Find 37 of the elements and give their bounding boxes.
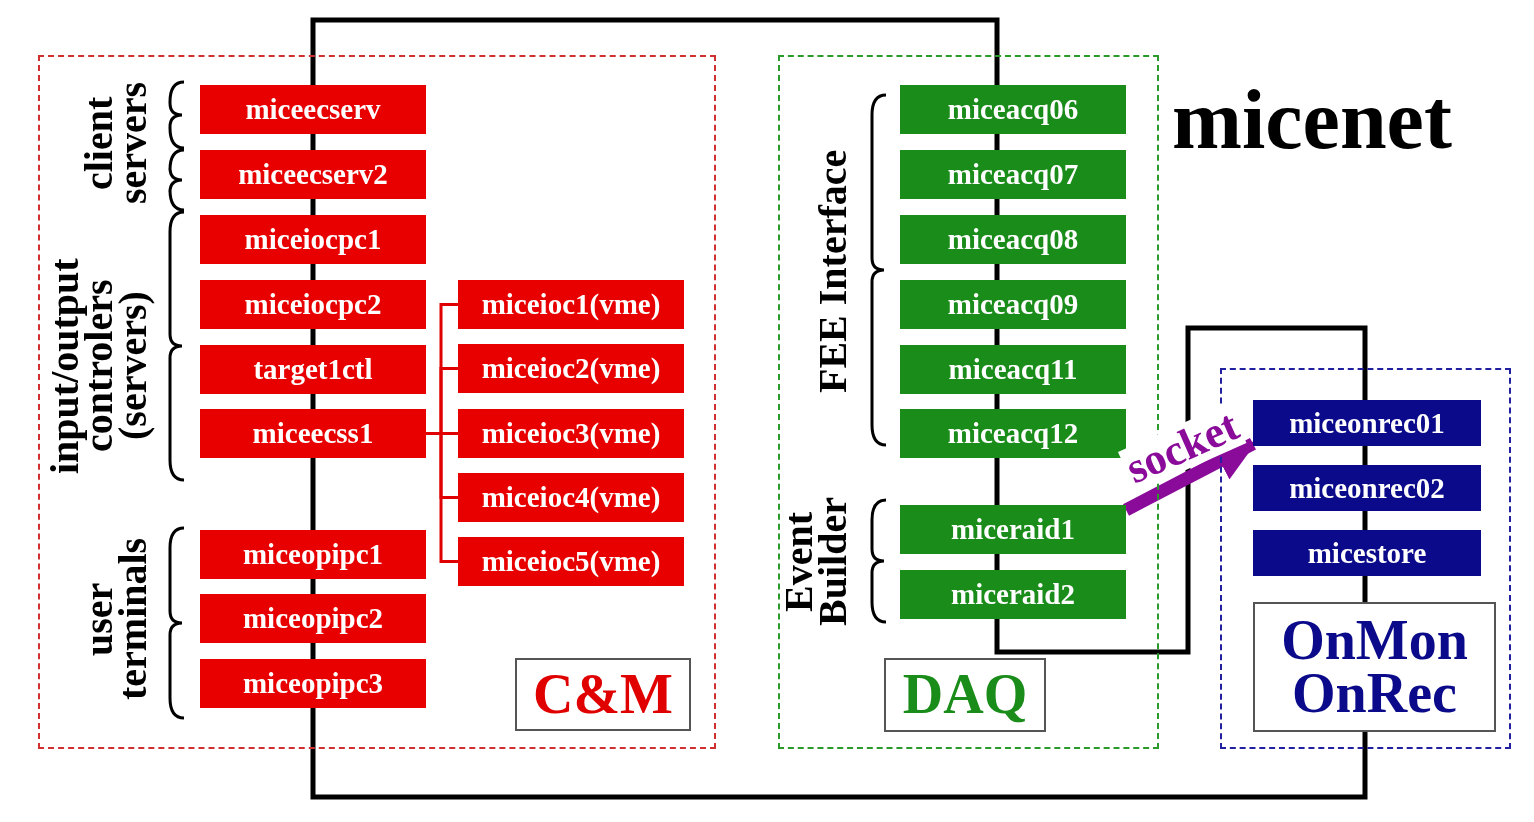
connector-line: [426, 432, 458, 563]
host-box: miceecserv2: [200, 150, 426, 199]
host-box: miceacq09: [900, 280, 1126, 329]
host-box: miceopipc3: [200, 659, 426, 708]
host-box: miceraid2: [900, 570, 1126, 619]
host-box: miceacq06: [900, 85, 1126, 134]
host-box: miceopipc2: [200, 594, 426, 643]
host-box: miceraid1: [900, 505, 1126, 554]
host-box: miceiocpc1: [200, 215, 426, 264]
host-box: miceacq08: [900, 215, 1126, 264]
host-box: miceioc2(vme): [458, 344, 684, 393]
host-box: target1ctl: [200, 345, 426, 394]
group-heading: OnMon OnRec: [1253, 602, 1496, 732]
title: micenet: [1172, 78, 1452, 162]
host-box: miceioc5(vme): [458, 537, 684, 586]
dashed-group-box: [38, 55, 716, 749]
arrow: [1123, 437, 1257, 516]
host-box: miceacq11: [900, 345, 1126, 394]
group-label: FEE Interface: [816, 148, 856, 395]
group-label: input/output controlers (servers): [48, 257, 154, 476]
host-box: micestore: [1253, 530, 1481, 576]
group-heading: C&M: [515, 658, 691, 731]
host-box: miceecserv: [200, 85, 426, 134]
host-box: miceonrec02: [1253, 465, 1481, 511]
host-box: miceecss1: [200, 409, 426, 458]
host-box: miceioc1(vme): [458, 280, 684, 329]
host-box: miceonrec01: [1253, 400, 1481, 446]
host-box: miceacq12: [900, 409, 1126, 458]
group-heading: DAQ: [884, 658, 1046, 732]
group-label: Event Builder: [782, 496, 856, 629]
host-box: miceioc4(vme): [458, 473, 684, 522]
host-box: miceopipc1: [200, 530, 426, 579]
host-box: miceioc3(vme): [458, 409, 684, 458]
host-box: miceacq07: [900, 150, 1126, 199]
host-box: miceiocpc2: [200, 280, 426, 329]
group-label: client servers: [82, 80, 156, 207]
group-label: user terminals: [82, 536, 148, 703]
